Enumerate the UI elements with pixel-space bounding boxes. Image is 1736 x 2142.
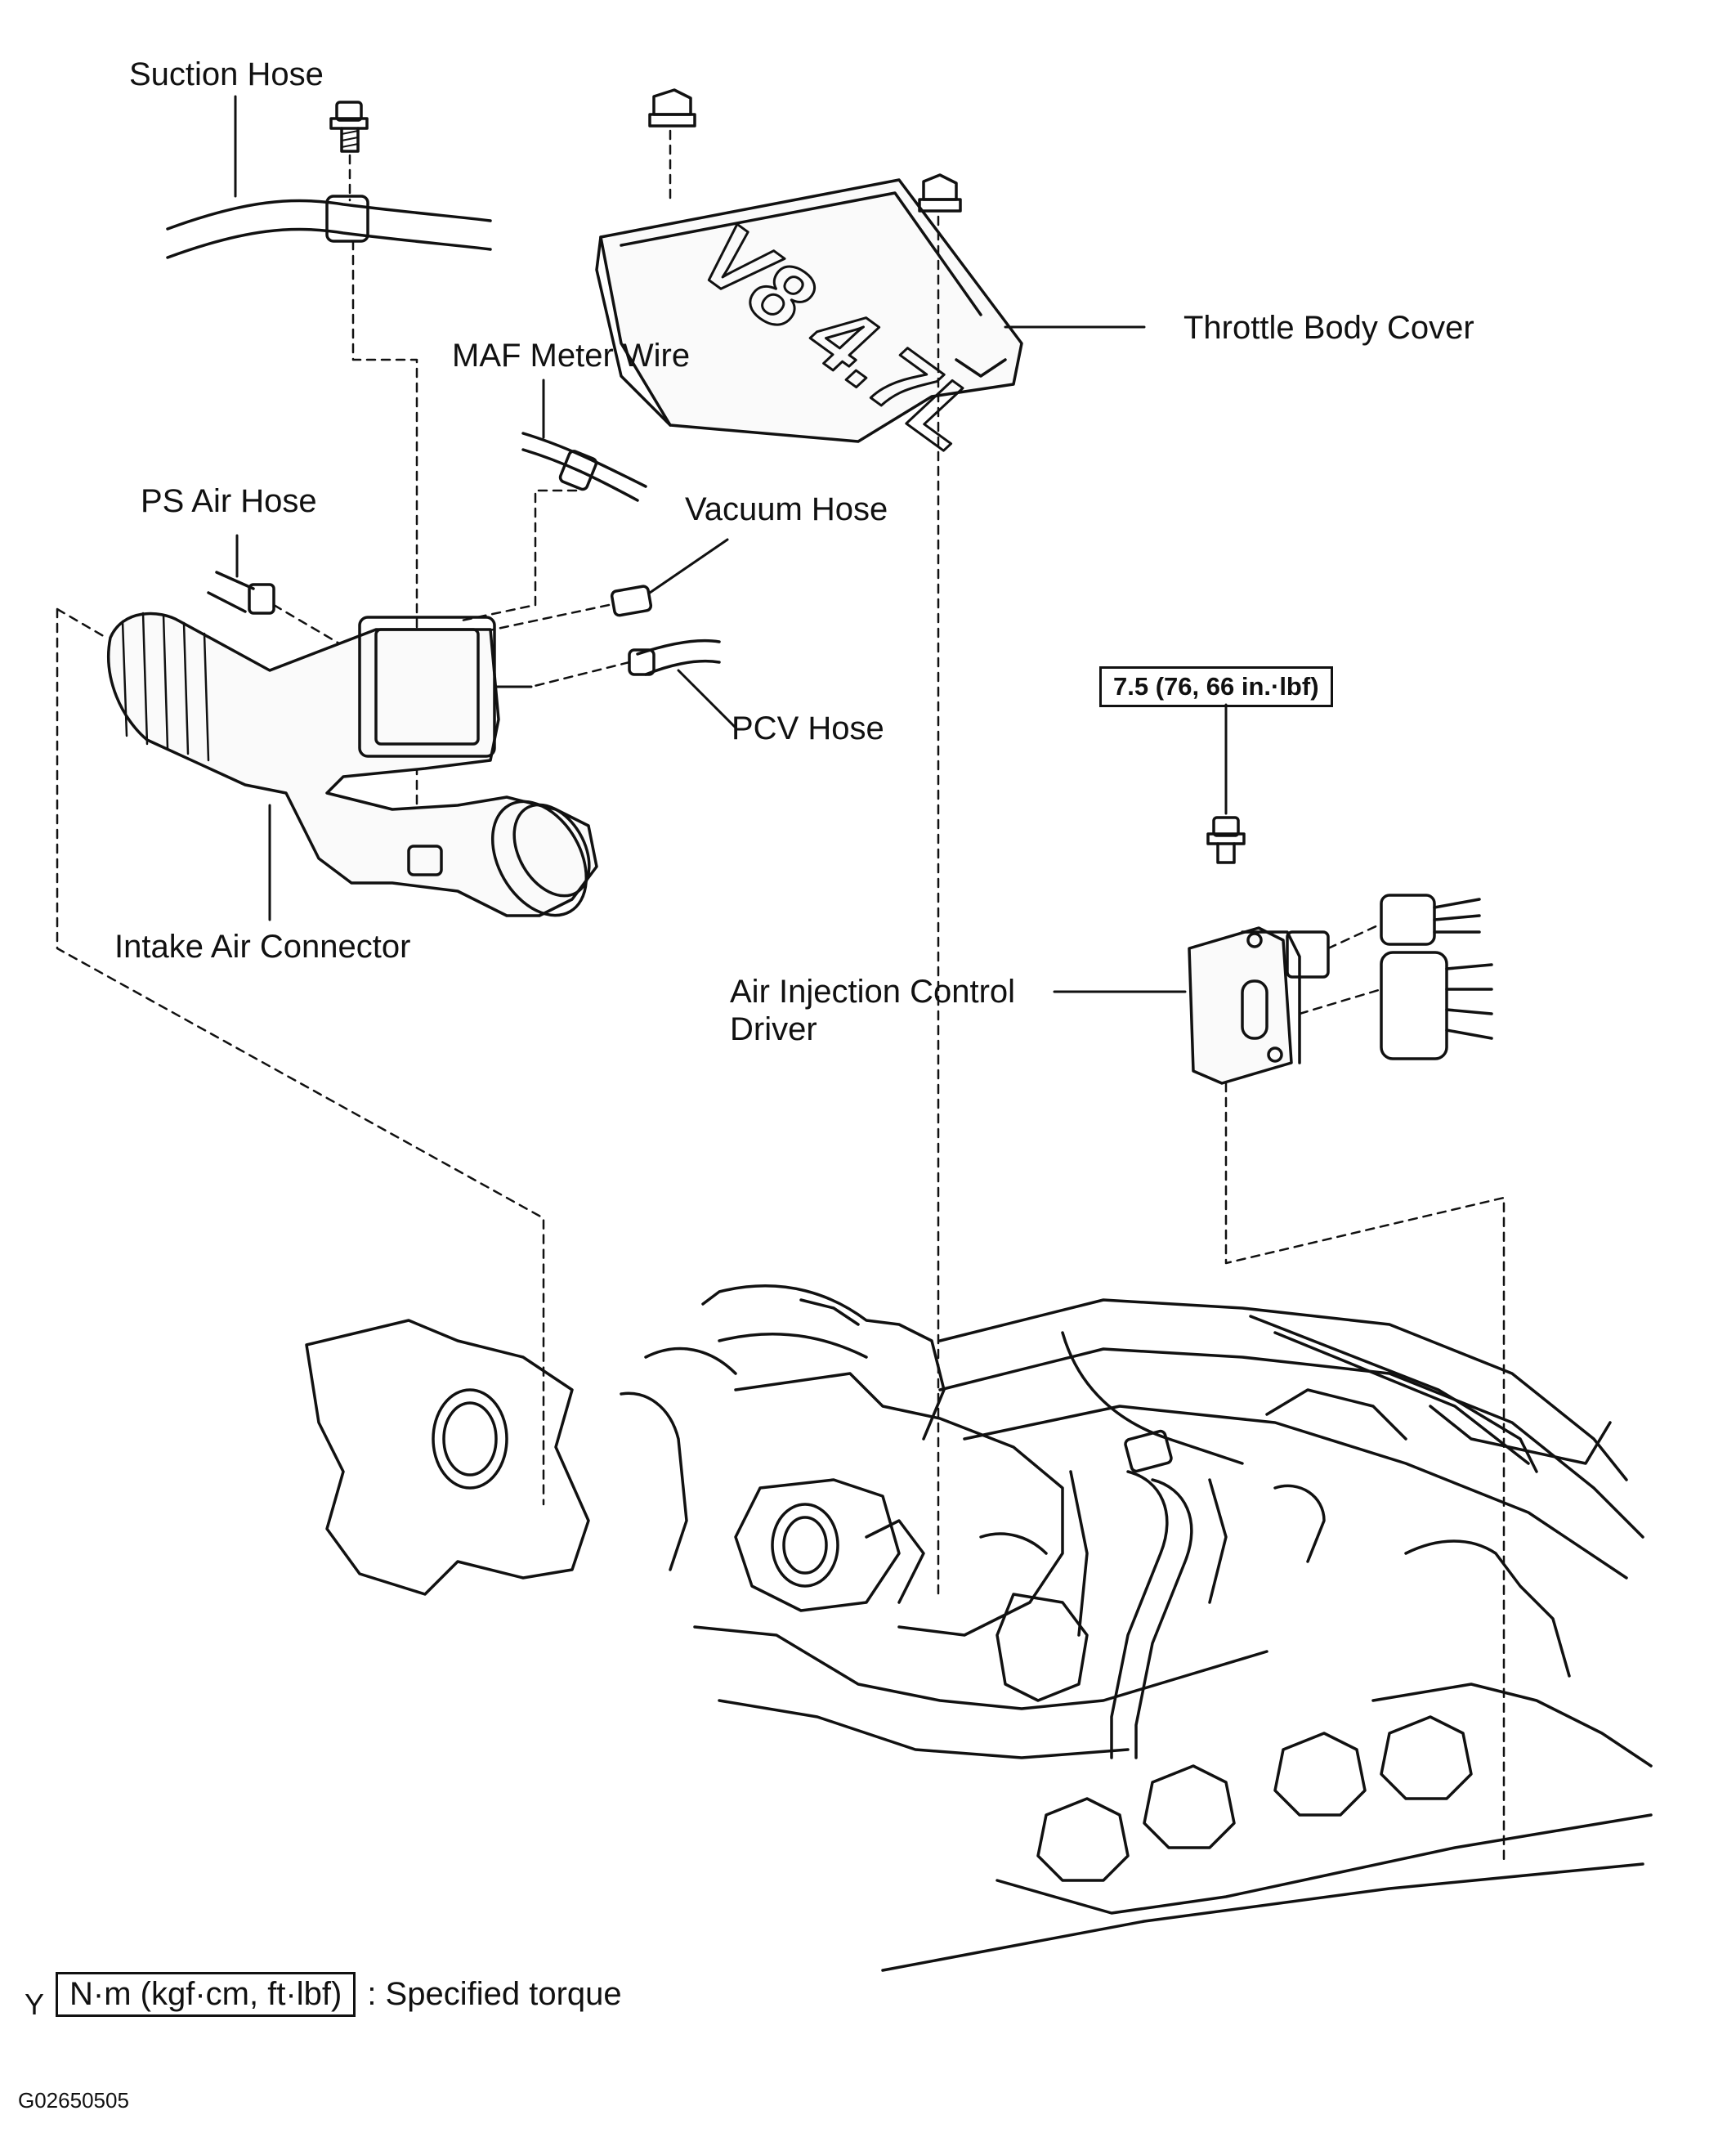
legend-unit-box: N·m (kgf·cm, ft·lbf)	[56, 1971, 356, 2017]
label-vacuum-hose: Vacuum Hose	[685, 491, 888, 527]
throttle-body-cover: V8 4.7L	[595, 178, 1023, 472]
cover-nut-right	[918, 173, 962, 213]
label-ps-air-hose: PS Air Hose	[141, 483, 317, 519]
suction-hose-clamp-dash	[348, 154, 418, 852]
suction-hose-bolt	[329, 101, 369, 153]
label-pcv-hose: PCV Hose	[732, 710, 884, 746]
engine-assembly	[305, 1284, 1653, 1972]
intake-outline-dash	[56, 607, 545, 1506]
label-suction-hose: Suction Hose	[129, 56, 324, 92]
label-throttle-body-cover: Throttle Body Cover	[1183, 310, 1474, 346]
vacuum-hose	[610, 538, 729, 617]
maf-wire-dash	[456, 489, 578, 623]
pcv-hose-dash	[530, 661, 631, 688]
ps-air-hose	[207, 534, 275, 615]
air-injection-control-driver	[1188, 926, 1330, 1085]
label-air-injection-control-driver: Air Injection Control Driver	[730, 974, 1016, 1047]
label-maf-meter-wire: MAF Meter Wire	[452, 338, 691, 374]
legend-symbol: Y	[25, 1987, 45, 2021]
cover-nut-left	[648, 88, 696, 128]
legend: Y N·m (kgf·cm, ft·lbf) : Specified torqu…	[25, 1966, 622, 2022]
torque-spec-box: 7.5 (76, 66 in.·lbf)	[1099, 666, 1333, 707]
ps-hose-dash	[272, 603, 345, 648]
intake-air-connector	[107, 612, 598, 917]
aicd-connector-dashes	[1224, 922, 1506, 1866]
vacuum-hose-dash	[472, 603, 611, 635]
suction-hose	[166, 195, 492, 259]
aicd-connector-upper	[1380, 894, 1481, 946]
legend-text: : Specified torque	[367, 1975, 622, 2012]
label-intake-air-connector: Intake Air Connector	[114, 929, 411, 965]
pcv-hose	[628, 639, 737, 729]
aicd-connector-lower	[1380, 951, 1493, 1060]
figure-id: G02650505	[18, 2088, 129, 2113]
aicd-bolt	[1206, 816, 1246, 864]
maf-meter-wire	[521, 379, 647, 502]
